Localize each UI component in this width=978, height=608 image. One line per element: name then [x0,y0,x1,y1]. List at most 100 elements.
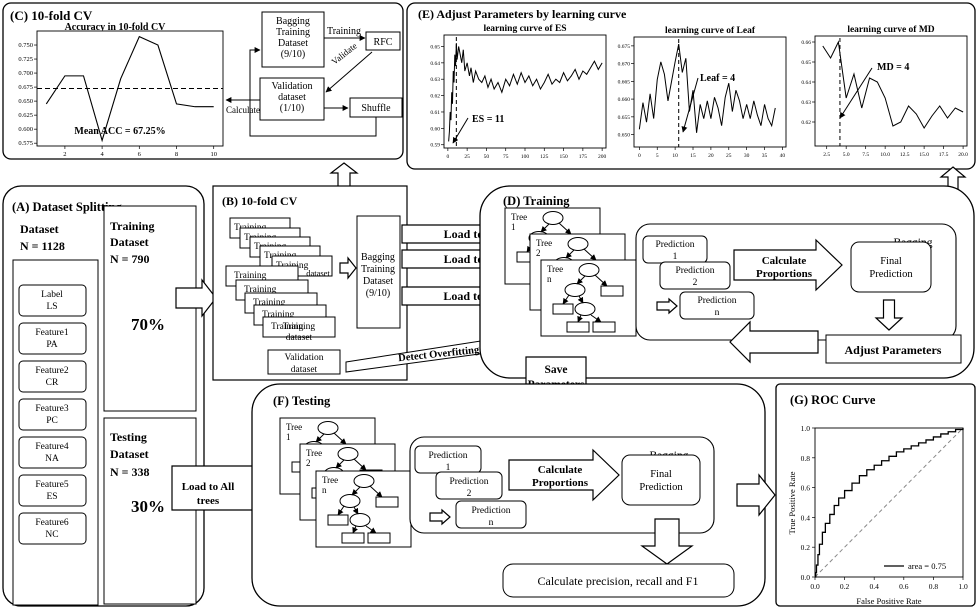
x-tick-label: 30 [744,153,750,159]
load-all-trees-label: trees [197,495,220,507]
testing-dataset-title: Testing [110,430,147,444]
y-tick-label: 0.6 [801,484,811,493]
x-tick-label: 20.0 [958,152,968,158]
tree-node [349,513,371,527]
plot-frame [443,34,607,149]
y-tick-label: 0.63 [430,77,440,83]
prediction-label: 1 [673,252,678,262]
bagging-training-text: Bagging [276,16,310,27]
tree-node [578,263,600,277]
x-tick-label: 10.0 [880,152,890,158]
plot-frame [633,36,787,148]
y-tick-label: 0.62 [430,94,440,100]
training-fold-card [262,316,336,338]
y-tick-label: 0.655 [618,115,631,121]
feature-label: Label [41,290,63,300]
x-tick-label: 5.0 [843,152,850,158]
best-parameter-annotation: ES = 11 [472,114,504,125]
tree-edge [576,275,586,285]
final-prediction-label: Prediction [869,269,913,280]
x-tick-label: 0 [638,153,641,159]
x-tick-label: 125 [540,154,549,160]
x-tick-label: 0.2 [840,582,850,591]
training-dataset-title: Dataset [110,235,149,249]
y-tick-label: 0.8 [801,454,811,463]
feature-label: Feature3 [35,404,68,414]
feature-box [18,512,87,545]
y-tick-label: 0.59 [430,143,440,149]
tree-leaf [592,321,616,333]
tree-edge [333,432,347,445]
tree-label: Tree [306,448,322,458]
y-tick-label: 0.64 [801,80,811,86]
training-fold-label: Training [234,271,267,281]
train-to-cv-arrow [175,278,217,318]
calculate-proportions-label: Calculate [538,464,583,476]
tree-label: Tree [286,422,302,432]
prediction-box [455,500,527,529]
x-tick-label: 0.0 [810,582,820,591]
x-tick-label: 35 [762,153,768,159]
x-axis-label: False Positive Rate [856,596,921,606]
prediction-box [435,471,503,500]
y-tick-label: 0.64 [430,61,440,67]
tree-edge [353,458,367,471]
learning-curve-title: learning curve of Leaf [665,26,756,36]
bagging-training-box [261,11,325,68]
testing-dataset-title: Dataset [110,447,149,461]
series-line [448,43,603,142]
final-to-adjust-arrow [874,299,904,331]
feature-box [18,360,87,393]
tree-edge [577,295,584,304]
tree-edge [590,314,602,323]
annotation-arrow [681,77,699,133]
prediction-label: Prediction [655,240,694,250]
x-tick-label: 1.0 [958,582,968,591]
series-line [45,35,214,143]
feature-label: NC [45,530,58,540]
tree-edge [352,525,358,534]
tree-leaf [566,321,590,333]
tree-leaf [367,532,391,544]
calculate-proportions-arrow [733,238,843,292]
prediction-box [679,291,755,320]
y-tick-label: 0.2 [801,543,811,552]
y-tick-label: 0.4 [801,513,811,522]
x-tick-label: 0 [446,154,449,160]
panel-d-title: (D) Training [503,194,570,208]
prediction-label: Prediction [697,296,736,306]
x-tick-label: 7.5 [862,152,869,158]
best-parameter-annotation: MD = 4 [877,62,909,73]
chart-title: Accuracy in 10-fold CV [65,22,167,33]
tree-edge [562,294,570,305]
b-bagging-box [356,215,401,329]
training-percent: 70% [131,315,165,334]
x-tick-label: 10 [672,153,678,159]
y-tick-label: 0.670 [618,62,631,68]
y-tick-label: 0.62 [801,120,811,126]
x-tick-label: 8 [175,151,178,158]
chance-diagonal [814,427,964,578]
feature-box [18,284,87,317]
training-fold-label: Training [283,322,316,332]
x-tick-label: 25 [726,153,732,159]
y-tick-label: 0.575 [18,140,33,147]
y-tick-label: 0.66 [801,40,811,46]
x-tick-label: 2 [63,151,66,158]
tree-leaf [552,303,574,315]
feature-label: Feature1 [35,328,68,338]
x-tick-label: 175 [579,154,588,160]
shuffle-label: Shuffle [361,103,391,114]
final-prediction-label: Final [650,469,672,480]
tree-index: n [547,274,552,284]
feature-label: ES [46,492,57,502]
x-tick-label: 150 [559,154,568,160]
x-tick-label: 20 [708,153,714,159]
training-fold-label: Training [262,310,295,320]
tree-node [337,447,359,461]
final-prediction-label: Final [880,256,902,267]
y-tick-label: 0.650 [618,133,631,139]
y-tick-label: 0.700 [18,70,33,77]
feature-label: PC [46,416,58,426]
